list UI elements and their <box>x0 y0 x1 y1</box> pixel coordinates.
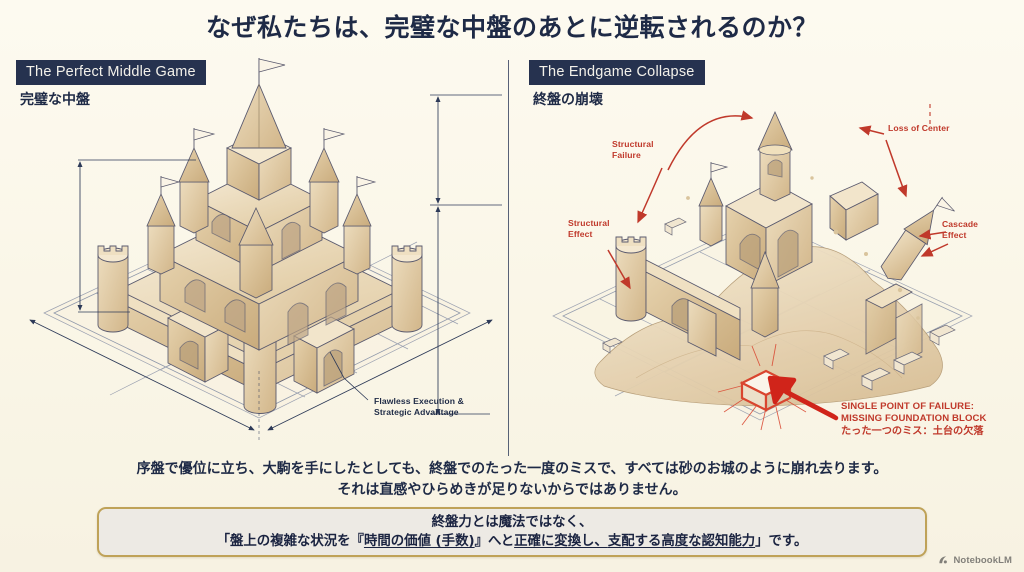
left-castle-walls <box>104 220 414 393</box>
conclusion-seg-b: 』へと <box>474 534 515 549</box>
right-broken-structures <box>698 110 923 367</box>
conclusion-underline-time-value: 時間の価値 (手数) <box>363 534 475 549</box>
falling-debris <box>829 181 955 281</box>
body-line-2: それは直感やひらめきが足りないからではありません。 <box>337 482 687 499</box>
left-panel-subtitle: 完璧な中盤 <box>20 92 90 108</box>
notebooklm-watermark: NotebookLM <box>938 555 1012 566</box>
page-title: なぜ私たちは、完璧な中盤のあとに逆転されるのか？ <box>205 13 818 42</box>
arrow-structural-failure-up <box>667 110 754 171</box>
right-standing-wall <box>615 236 741 361</box>
left-dimension-lines <box>29 94 502 440</box>
conclusion-underline-cognitive: 支配する高度な認知能力 <box>607 534 756 549</box>
annotation-loss-of-center: Loss of Center <box>888 123 950 133</box>
scattered-blocks <box>602 176 956 391</box>
single-point-of-failure-callout: SINGLE POINT OF FAILURE: MISSING FOUNDAT… <box>841 401 987 439</box>
spof-line-1: SINGLE POINT OF FAILURE: <box>841 401 974 412</box>
left-corner-towers <box>97 245 423 414</box>
rubble-mound <box>594 246 943 407</box>
right-ground-plate <box>552 217 973 421</box>
conclusion-box: 終盤力とは魔法ではなく、 「盤上の複雑な状況を『時間の価値 (手数)』へと正確に… <box>97 507 927 557</box>
arrow-cascade-2 <box>920 243 949 257</box>
conclusion-seg-c: 」です。 <box>755 534 808 549</box>
conclusion-underline-convert: 正確に変換し、 <box>514 534 608 549</box>
annotation-structural-failure: Structural Failure <box>612 139 654 160</box>
missing-foundation-block <box>717 343 807 431</box>
single-point-of-failure-arrow <box>767 375 839 421</box>
arrow-structural-effect <box>607 249 631 290</box>
annotation-cascade-effect: Cascade Effect <box>942 219 979 240</box>
conclusion-seg-a: 「盤上の複雑な状況を『 <box>216 534 364 549</box>
left-upper-keep <box>195 167 323 273</box>
left-panel-badge: The Perfect Middle Game <box>16 60 206 85</box>
left-inner-keep <box>158 205 360 351</box>
body-line-1: 序盤で優位に立ち、大駒を手にしたとしても、終盤でのたった一度のミスで、すべては砂… <box>136 461 888 477</box>
right-panel-subtitle: 終盤の崩壊 <box>533 92 603 108</box>
left-gatehouses <box>167 305 355 394</box>
left-central-tower <box>225 58 293 201</box>
notebooklm-logo-icon <box>939 556 948 564</box>
spof-line-2: MISSING FOUNDATION BLOCK <box>841 412 987 424</box>
left-annotation-leader <box>329 351 369 401</box>
body-paragraph: 序盤で優位に立ち、大駒を手にしたとしても、終盤でのたった一度のミスで、すべては砂… <box>0 459 1024 502</box>
left-turrets <box>146 128 377 299</box>
watermark-label: NotebookLM <box>953 555 1012 566</box>
annotation-flawless-execution: Flawless Execution & Strategic Advantage <box>374 396 464 417</box>
annotation-structural-effect: Structural Effect <box>568 218 610 239</box>
conclusion-line-2: 「盤上の複雑な状況を『時間の価値 (手数)』へと正確に変換し、支配する高度な認知… <box>217 532 808 551</box>
arrow-loss-of-center-left <box>858 125 885 136</box>
conclusion-line-1: 終盤力とは魔法ではなく、 <box>431 514 593 530</box>
panel-divider <box>508 60 510 456</box>
impact-burst <box>717 343 807 431</box>
right-panel-badge: The Endgame Collapse <box>529 60 705 85</box>
arrow-structural-failure-down <box>637 167 663 224</box>
arrow-loss-of-center-down <box>885 139 908 198</box>
left-ground-plate <box>43 211 471 419</box>
spof-line-3-japanese: たった一つのミス：土台の欠落 <box>841 425 984 437</box>
left-castle-illustration <box>29 58 502 440</box>
